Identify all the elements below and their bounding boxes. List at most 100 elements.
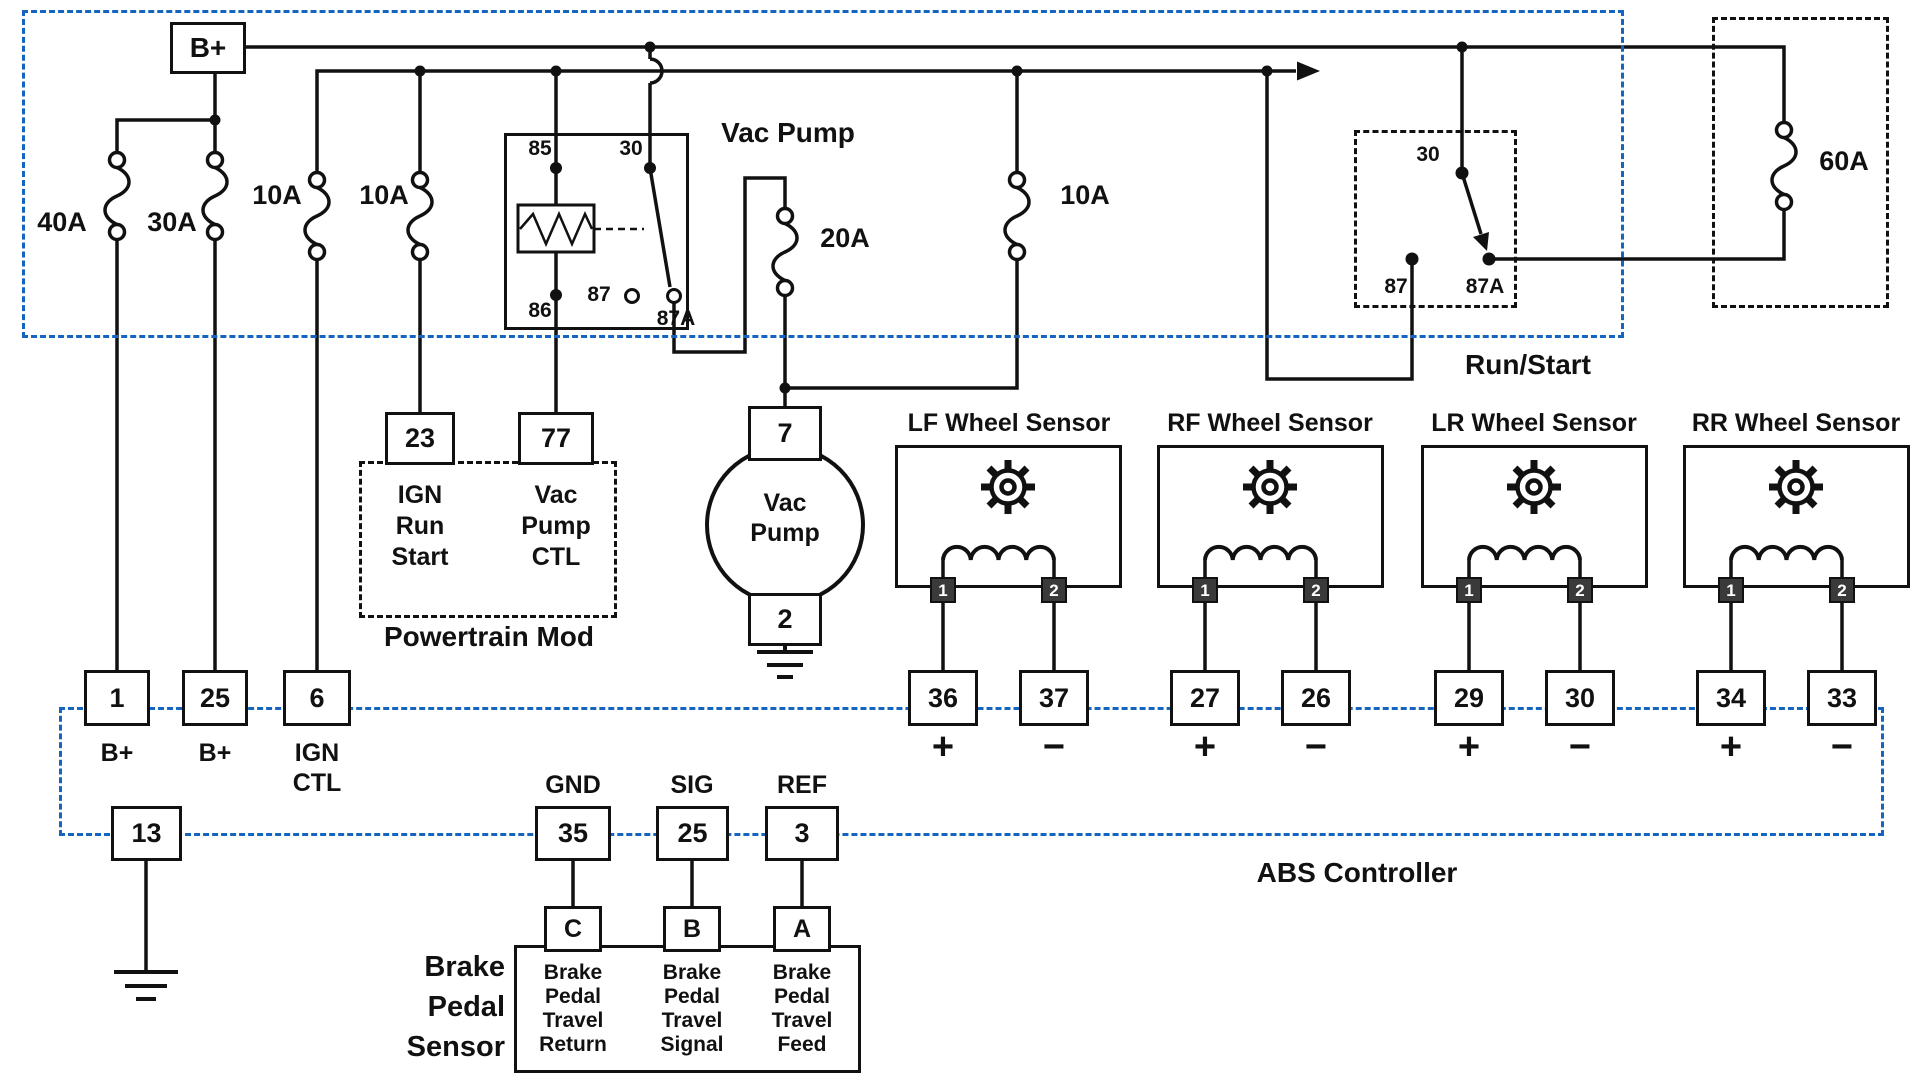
rf-plus-sign: +: [1193, 726, 1217, 768]
brake-title-line1: Brake: [424, 951, 505, 983]
abs-pin-30-box: 30: [1545, 670, 1615, 726]
vac-relay-pin-87-label: 87: [587, 283, 611, 306]
bps-col3-line3: Travel: [771, 1009, 833, 1032]
fuse-40a-label: 40A: [37, 207, 87, 237]
relay-contact-icons: [624, 288, 682, 304]
vac-pump-ctl-line1: Vac: [534, 481, 578, 509]
rr-terminal-1: 1: [1718, 577, 1744, 603]
vac-relay-pin-30-label: 30: [619, 137, 643, 160]
vac-pump-relay-box: [504, 133, 689, 330]
vac-pump-ctl-line2: Pump: [521, 512, 591, 540]
rf-terminal-1: 1: [1192, 577, 1218, 603]
abs-pin-25b-box: 25: [656, 806, 729, 861]
abs-pin-33-box: 33: [1807, 670, 1877, 726]
bps-pin-c-box: C: [544, 906, 602, 952]
bps-col1-line1: Brake: [543, 961, 603, 984]
lf-minus-sign: −: [1042, 726, 1066, 768]
bps-col2-line4: Signal: [660, 1033, 724, 1056]
lr-wheel-sensor-label: LR Wheel Sensor: [1431, 409, 1637, 437]
wires: [115, 45, 1844, 972]
vac-relay-pin-85-label: 85: [528, 137, 552, 160]
ground-icons: [114, 646, 813, 1001]
lr-terminal-2: 2: [1567, 577, 1593, 603]
pin6-ctl-label: CTL: [292, 769, 342, 797]
vac-pump-title: Vac Pump: [721, 117, 855, 148]
ref-label: REF: [777, 771, 827, 799]
ign-run-start-line3: Start: [391, 543, 449, 571]
fuse-30a-label: 30A: [147, 207, 197, 237]
vac-pump-ctl-line3: CTL: [531, 543, 581, 571]
powertrain-mod-label: Powertrain Mod: [383, 621, 594, 652]
abs-controller-label: ABS Controller: [1256, 857, 1458, 888]
lr-terminal-1: 1: [1456, 577, 1482, 603]
bps-col3-line2: Pedal: [773, 985, 831, 1008]
abs-pin-3-box: 3: [765, 806, 839, 861]
rr-wheel-sensor-label: RR Wheel Sensor: [1691, 409, 1901, 437]
abs-pin-25-box: 25: [182, 670, 248, 726]
bps-col2-line1: Brake: [662, 961, 722, 984]
ign-run-start-line1: IGN: [397, 481, 443, 509]
sensor-coil-icons: [941, 544, 1844, 561]
arrowheads: [1297, 61, 1489, 251]
power-distribution-box: [22, 10, 1624, 338]
vac-relay-pin-87a-label: 87A: [656, 307, 696, 330]
abs-pin-35-box: 35: [535, 806, 611, 861]
abs-pin-37-box: 37: [1019, 670, 1089, 726]
rf-minus-sign: −: [1304, 726, 1328, 768]
vac-relay-coil-icon: [516, 203, 644, 254]
lf-terminal-1: 1: [930, 577, 956, 603]
lr-minus-sign: −: [1568, 726, 1592, 768]
lf-wheel-sensor-label: LF Wheel Sensor: [907, 409, 1111, 437]
pin6-ign-label: IGN: [294, 739, 340, 767]
rf-wheel-sensor-label: RF Wheel Sensor: [1167, 409, 1373, 437]
rs-relay-pin-30-label: 30: [1416, 143, 1440, 166]
abs-pin-29-box: 29: [1434, 670, 1504, 726]
pump-terminal-7-box: 7: [748, 406, 822, 461]
brake-title-line2: Pedal: [427, 991, 505, 1023]
vac-relay-pin-86-label: 86: [528, 299, 552, 322]
bplus-source-box: B+: [170, 22, 246, 74]
bps-col1-line4: Return: [539, 1033, 607, 1056]
bps-col1-line2: Pedal: [544, 985, 602, 1008]
rs-relay-pin-87-label: 87: [1384, 275, 1408, 298]
rf-wheel-sensor-box: [1157, 445, 1384, 588]
abs-pin-27-box: 27: [1170, 670, 1240, 726]
bps-col2-line3: Travel: [661, 1009, 723, 1032]
bps-pin-b-box: B: [663, 906, 721, 952]
lf-wheel-sensor-box: [895, 445, 1122, 588]
bps-col1-line3: Travel: [542, 1009, 604, 1032]
rr-terminal-2: 2: [1829, 577, 1855, 603]
sig-label: SIG: [670, 771, 714, 799]
rr-minus-sign: −: [1830, 726, 1854, 768]
run-start-label: Run/Start: [1465, 349, 1591, 380]
lf-plus-sign: +: [931, 726, 955, 768]
rf-terminal-2: 2: [1303, 577, 1329, 603]
fuse-20a-label: 20A: [820, 223, 870, 253]
abs-pin-26-box: 26: [1281, 670, 1351, 726]
abs-pin-36-box: 36: [908, 670, 978, 726]
pin1-bplus-label: B+: [100, 739, 134, 767]
rr-wheel-sensor-box: [1683, 445, 1910, 588]
pump-name-line2: Pump: [750, 519, 820, 547]
fuse-60a-box: [1712, 17, 1889, 308]
run-start-relay-box: [1354, 130, 1517, 308]
terminal-77-box: 77: [518, 412, 594, 465]
gnd-label: GND: [545, 771, 601, 799]
bps-col3-line4: Feed: [777, 1033, 827, 1056]
ign-run-start-line2: Run: [395, 512, 445, 540]
pump-name-line1: Vac: [763, 489, 807, 517]
rr-plus-sign: +: [1719, 726, 1743, 768]
abs-pin-34-box: 34: [1696, 670, 1766, 726]
rs-relay-pin-87a-label: 87A: [1465, 275, 1505, 298]
abs-pin-13-box: 13: [111, 806, 182, 861]
lf-terminal-2: 2: [1041, 577, 1067, 603]
brake-title-line3: Sensor: [406, 1031, 505, 1063]
abs-pin-1-box: 1: [84, 670, 150, 726]
bps-col3-line1: Brake: [772, 961, 832, 984]
pump-terminal-2-box: 2: [748, 593, 822, 646]
fuse-10a-left2-label: 10A: [359, 180, 409, 210]
abs-pin-6-box: 6: [283, 670, 351, 726]
bps-col2-line2: Pedal: [663, 985, 721, 1008]
lr-wheel-sensor-box: [1421, 445, 1648, 588]
